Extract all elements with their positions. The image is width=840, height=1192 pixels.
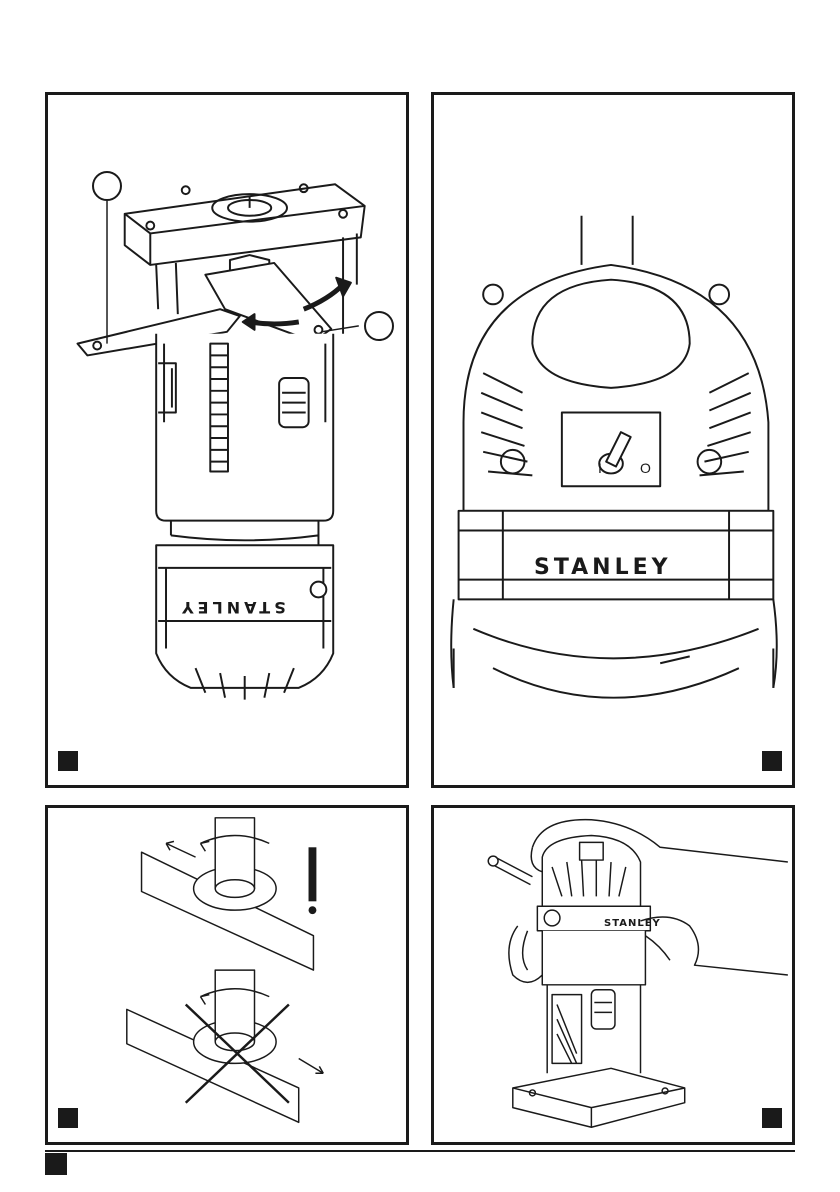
callout-wrench-2 bbox=[364, 311, 394, 341]
footer-rule bbox=[45, 1150, 795, 1152]
wrench-direction-diagram bbox=[48, 808, 406, 1142]
figure-number-box bbox=[762, 1108, 782, 1128]
switch-top-view-illustration bbox=[434, 95, 792, 785]
figure-panel-holding-router: STANLEY bbox=[431, 805, 795, 1145]
brand-label: STANLEY bbox=[604, 918, 661, 929]
page-number-marker bbox=[45, 1153, 67, 1175]
switch-off-label: O bbox=[640, 460, 651, 476]
switch-on-label: I bbox=[598, 460, 602, 476]
figure-number-box bbox=[58, 751, 78, 771]
figure-number-box bbox=[762, 751, 782, 771]
callout-wrench-1 bbox=[92, 171, 122, 201]
figure-panel-wrench-warning: ! bbox=[45, 805, 409, 1145]
brand-label: STANLEY bbox=[534, 555, 672, 580]
hands-holding-router-illustration bbox=[434, 808, 792, 1142]
figure-panel-wrench-collet: STANLEY bbox=[45, 92, 409, 788]
figure-panel-on-off-switch: I O STANLEY bbox=[431, 92, 795, 788]
figure-number-box bbox=[58, 1108, 78, 1128]
brand-label: STANLEY bbox=[178, 598, 286, 617]
